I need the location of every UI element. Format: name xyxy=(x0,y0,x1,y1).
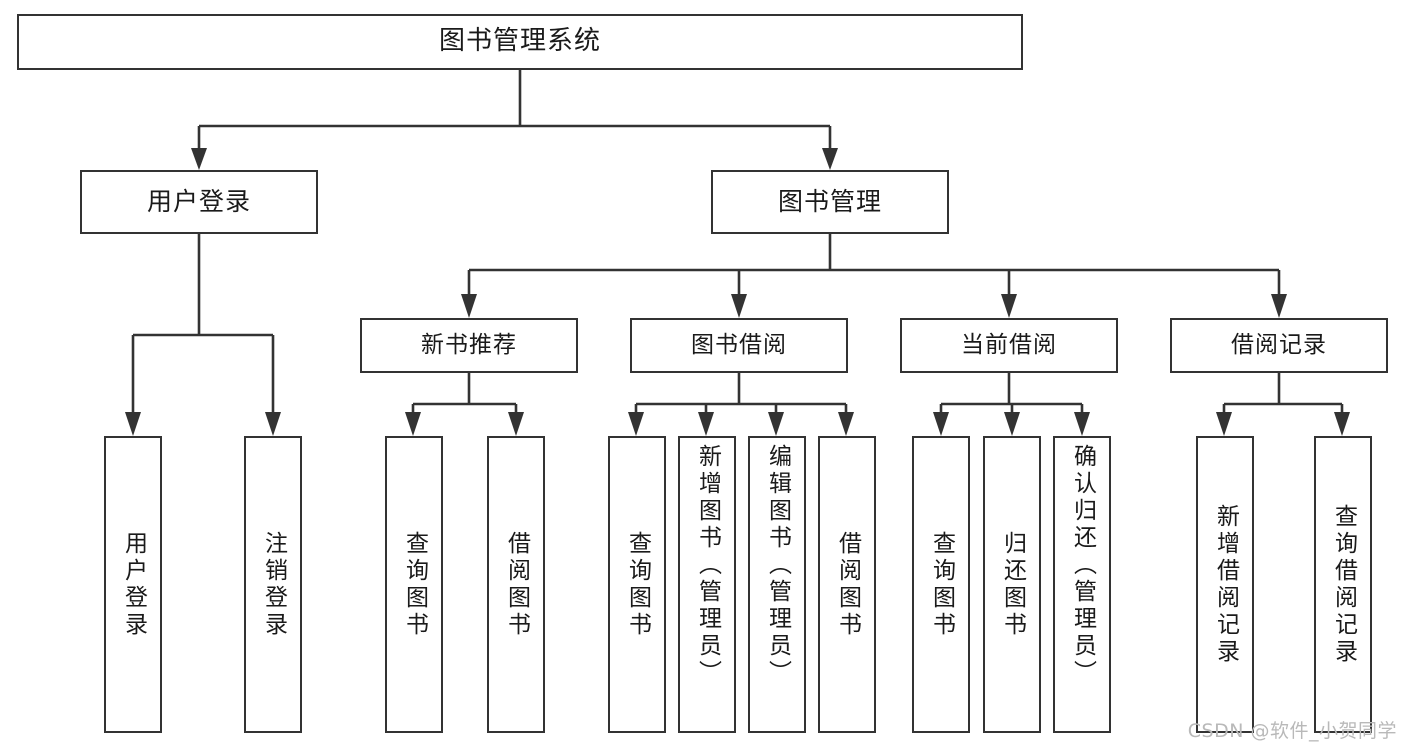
node-new-book-recommend[interactable]: 新书推荐 xyxy=(360,318,578,373)
arrow-book-mgmt-to-borrow xyxy=(731,294,747,318)
arrow-book-mgmt-to-new-book xyxy=(461,294,477,318)
node-label: 借阅记录 xyxy=(1231,331,1327,358)
arrow-book-mgmt-to-current xyxy=(1001,294,1017,318)
node-label: 借阅图书 xyxy=(834,530,861,639)
node-label: 归还图书 xyxy=(999,530,1026,639)
node-label: 编辑图书（管理员） xyxy=(764,444,791,687)
node-label: 新书推荐 xyxy=(421,331,517,358)
arrow-user-login-leaf-1 xyxy=(125,412,141,436)
node-book-borrow[interactable]: 图书借阅 xyxy=(630,318,848,373)
node-book-management[interactable]: 图书管理 xyxy=(711,170,949,234)
node-label: 查询图书 xyxy=(928,530,955,639)
leaf-user-login-logout[interactable]: 注销登录 xyxy=(244,436,302,733)
node-label: 注销登录 xyxy=(260,530,287,639)
node-label: 查询图书 xyxy=(401,530,428,639)
arrow-borrow-leaf-2 xyxy=(698,412,714,436)
leaf-new-book-query[interactable]: 查询图书 xyxy=(385,436,443,733)
leaf-borrow-query-book[interactable]: 查询图书 xyxy=(608,436,666,733)
arrow-book-mgmt-to-record xyxy=(1271,294,1287,318)
leaf-current-confirm-return-admin[interactable]: 确认归还（管理员） xyxy=(1053,436,1111,733)
leaf-borrow-edit-book-admin[interactable]: 编辑图书（管理员） xyxy=(748,436,806,733)
node-label: 图书管理系统 xyxy=(438,26,601,57)
node-label: 新增借阅记录 xyxy=(1212,503,1239,666)
arrow-borrow-leaf-4 xyxy=(838,412,854,436)
arrow-record-leaf-2 xyxy=(1334,412,1350,436)
leaf-new-book-borrow[interactable]: 借阅图书 xyxy=(487,436,545,733)
node-label: 确认归还（管理员） xyxy=(1069,444,1096,687)
arrow-borrow-leaf-1 xyxy=(628,412,644,436)
node-user-login[interactable]: 用户登录 xyxy=(80,170,318,234)
arrow-current-leaf-1 xyxy=(933,412,949,436)
arrow-borrow-leaf-3 xyxy=(768,412,784,436)
leaf-record-add-record[interactable]: 新增借阅记录 xyxy=(1196,436,1254,733)
node-label: 借阅图书 xyxy=(503,530,530,639)
arrow-user-login-leaf-2 xyxy=(265,412,281,436)
leaf-user-login-login[interactable]: 用户登录 xyxy=(104,436,162,733)
arrow-current-leaf-2 xyxy=(1004,412,1020,436)
leaf-borrow-add-book-admin[interactable]: 新增图书（管理员） xyxy=(678,436,736,733)
arrow-current-leaf-3 xyxy=(1074,412,1090,436)
node-borrow-record[interactable]: 借阅记录 xyxy=(1170,318,1388,373)
arrow-record-leaf-1 xyxy=(1216,412,1232,436)
arrow-root-to-book-mgmt xyxy=(822,148,838,170)
node-root-system[interactable]: 图书管理系统 xyxy=(17,14,1023,70)
watermark-text: CSDN @软件_小贺同学 xyxy=(1187,720,1397,742)
node-label: 图书借阅 xyxy=(691,331,787,358)
arrow-root-to-user-login xyxy=(191,148,207,170)
node-label: 用户登录 xyxy=(146,187,251,216)
leaf-record-query-record[interactable]: 查询借阅记录 xyxy=(1314,436,1372,733)
arrow-new-book-leaf-2 xyxy=(508,412,524,436)
node-label: 查询借阅记录 xyxy=(1330,503,1357,666)
node-label: 当前借阅 xyxy=(961,331,1057,358)
node-label: 用户登录 xyxy=(120,530,147,639)
leaf-current-query-book[interactable]: 查询图书 xyxy=(912,436,970,733)
node-current-borrow[interactable]: 当前借阅 xyxy=(900,318,1118,373)
leaf-borrow-borrow-book[interactable]: 借阅图书 xyxy=(818,436,876,733)
node-label: 查询图书 xyxy=(624,530,651,639)
node-label: 新增图书（管理员） xyxy=(694,444,721,687)
arrow-new-book-leaf-1 xyxy=(405,412,421,436)
leaf-current-return-book[interactable]: 归还图书 xyxy=(983,436,1041,733)
node-label: 图书管理 xyxy=(777,187,882,216)
